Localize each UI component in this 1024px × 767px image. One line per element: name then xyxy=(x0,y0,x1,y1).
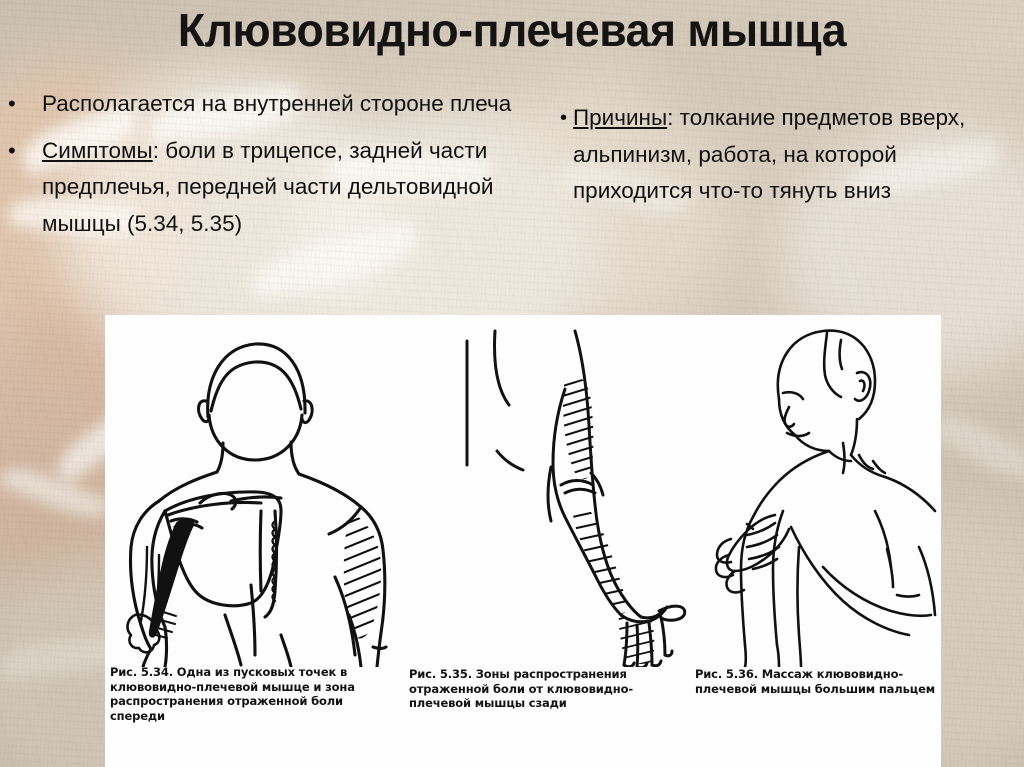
figure-caption: Рис. 5.34. Одна из пусковых точек в клюв… xyxy=(110,665,400,723)
referred-pain-hatching-triceps xyxy=(563,376,594,480)
bullet-marker-icon: • xyxy=(8,137,16,163)
coracobrachialis-muscle-shape xyxy=(148,518,195,639)
background-bokeh-9 xyxy=(640,0,900,160)
bullet-item-location: • Располагается на внутренней стороне пл… xyxy=(8,86,524,123)
right-text-column: • Причины: толкание предметов вверх, аль… xyxy=(560,100,1000,210)
referred-pain-hatching-forearm xyxy=(572,504,628,614)
figure-caption-number: Рис. 5.35. xyxy=(409,667,472,681)
bullet-marker-icon: • xyxy=(560,107,568,129)
bullet-item-symptoms: • Симптомы: боли в трицепсе, задней част… xyxy=(8,133,524,243)
bullet-marker-icon: • xyxy=(8,91,16,116)
figure-panel: Рис. 5.34. Одна из пусковых точек в клюв… xyxy=(105,315,941,767)
figure-caption-text: Массаж клювовидно-плечевой мышцы большим… xyxy=(695,667,935,696)
figure-caption-text: Одна из пусковых точек в клювовидно-плеч… xyxy=(110,665,355,723)
figure-caption-number: Рис. 5.36. xyxy=(695,667,758,681)
figure-5-35: Рис. 5.35. Зоны распространения отраженн… xyxy=(405,315,691,767)
figure-caption-number: Рис. 5.34. xyxy=(110,665,173,679)
figure-caption: Рис. 5.36. Массаж клювовидно-плечевой мы… xyxy=(695,667,941,696)
left-text-column: • Располагается на внутренней стороне пл… xyxy=(8,86,524,242)
bullet-rest-text: : толкание предметов вверх, альпинизм, р… xyxy=(573,105,966,203)
page-title: Клювовидно-плечевая мышца xyxy=(177,4,847,56)
figure-5-36: Рис. 5.36. Массаж клювовидно-плечевой мы… xyxy=(691,315,941,767)
anatomy-back-arm-illustration xyxy=(465,329,687,667)
bullet-lead-label: Симптомы xyxy=(42,137,153,163)
bullet-text: Симптомы: боли в трицепсе, задней части … xyxy=(42,133,524,243)
figure-caption-text: Зоны распространения отраженной боли от … xyxy=(409,667,633,711)
bullet-lead-label: Причины xyxy=(573,105,668,130)
bullet-text: Располагается на внутренней стороне плеч… xyxy=(42,91,512,116)
figure-5-34: Рис. 5.34. Одна из пусковых точек в клюв… xyxy=(105,315,405,767)
anatomy-front-torso-illustration xyxy=(126,342,388,667)
bullet-item-causes: • Причины: толкание предметов вверх, аль… xyxy=(560,100,1000,210)
figure-caption: Рис. 5.35. Зоны распространения отраженн… xyxy=(409,667,687,711)
background-bokeh-5 xyxy=(470,80,730,330)
bullet-text: Причины: толкание предметов вверх, альпи… xyxy=(573,100,1000,210)
self-massage-illustration xyxy=(714,329,937,667)
bullet-rest-text: : боли в трицепсе, задней части предплеч… xyxy=(42,137,494,236)
